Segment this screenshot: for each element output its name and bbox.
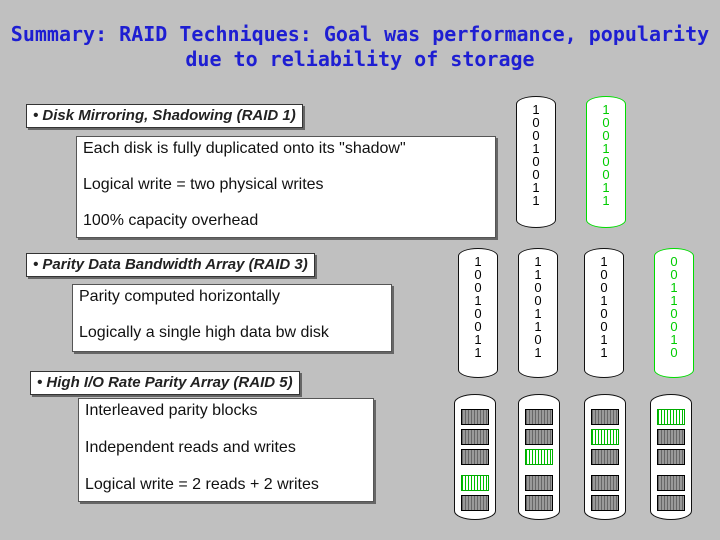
raid5-disk-2 [518,394,560,520]
raid1-details: Each disk is fully duplicated onto its "… [76,136,496,238]
data-block [525,409,553,425]
slide-title: Summary: RAID Techniques: Goal was perfo… [10,22,710,71]
parity-block [591,429,619,445]
raid5-disk-3 [584,394,626,520]
data-block [657,475,685,491]
raid3-line-1: Parity computed horizontally [79,288,280,305]
data-block [591,495,619,511]
raid5-line-3: Logical write = 2 reads + 2 writes [85,476,319,493]
parity-block [461,475,489,491]
data-block [591,475,619,491]
data-block [591,449,619,465]
raid5-disk-1 [454,394,496,520]
data-block [461,409,489,425]
raid3-line-2: Logically a single high data bw disk [79,324,329,341]
raid5-details: Interleaved parity blocks Independent re… [78,398,374,502]
data-block [461,449,489,465]
data-block [657,449,685,465]
data-block [525,475,553,491]
parity-block [525,449,553,465]
data-block [525,495,553,511]
data-block [657,429,685,445]
data-block [525,429,553,445]
raid1-bullet: • Disk Mirroring, Shadowing (RAID 1) [26,104,303,128]
raid5-disk-4 [650,394,692,520]
raid5-line-2: Independent reads and writes [85,439,296,456]
data-block [461,495,489,511]
raid5-line-1: Interleaved parity blocks [85,402,258,419]
data-block [461,429,489,445]
raid1-line-2: Logical write = two physical writes [83,176,324,193]
raid1-line-3: 100% capacity overhead [83,212,259,229]
parity-block [657,409,685,425]
raid5-bullet: • High I/O Rate Parity Array (RAID 5) [30,371,300,395]
raid3-bullet: • Parity Data Bandwidth Array (RAID 3) [26,253,315,277]
data-block [657,495,685,511]
raid1-line-1: Each disk is fully duplicated onto its "… [83,140,406,157]
raid3-details: Parity computed horizontally Logically a… [72,284,392,352]
data-block [591,409,619,425]
